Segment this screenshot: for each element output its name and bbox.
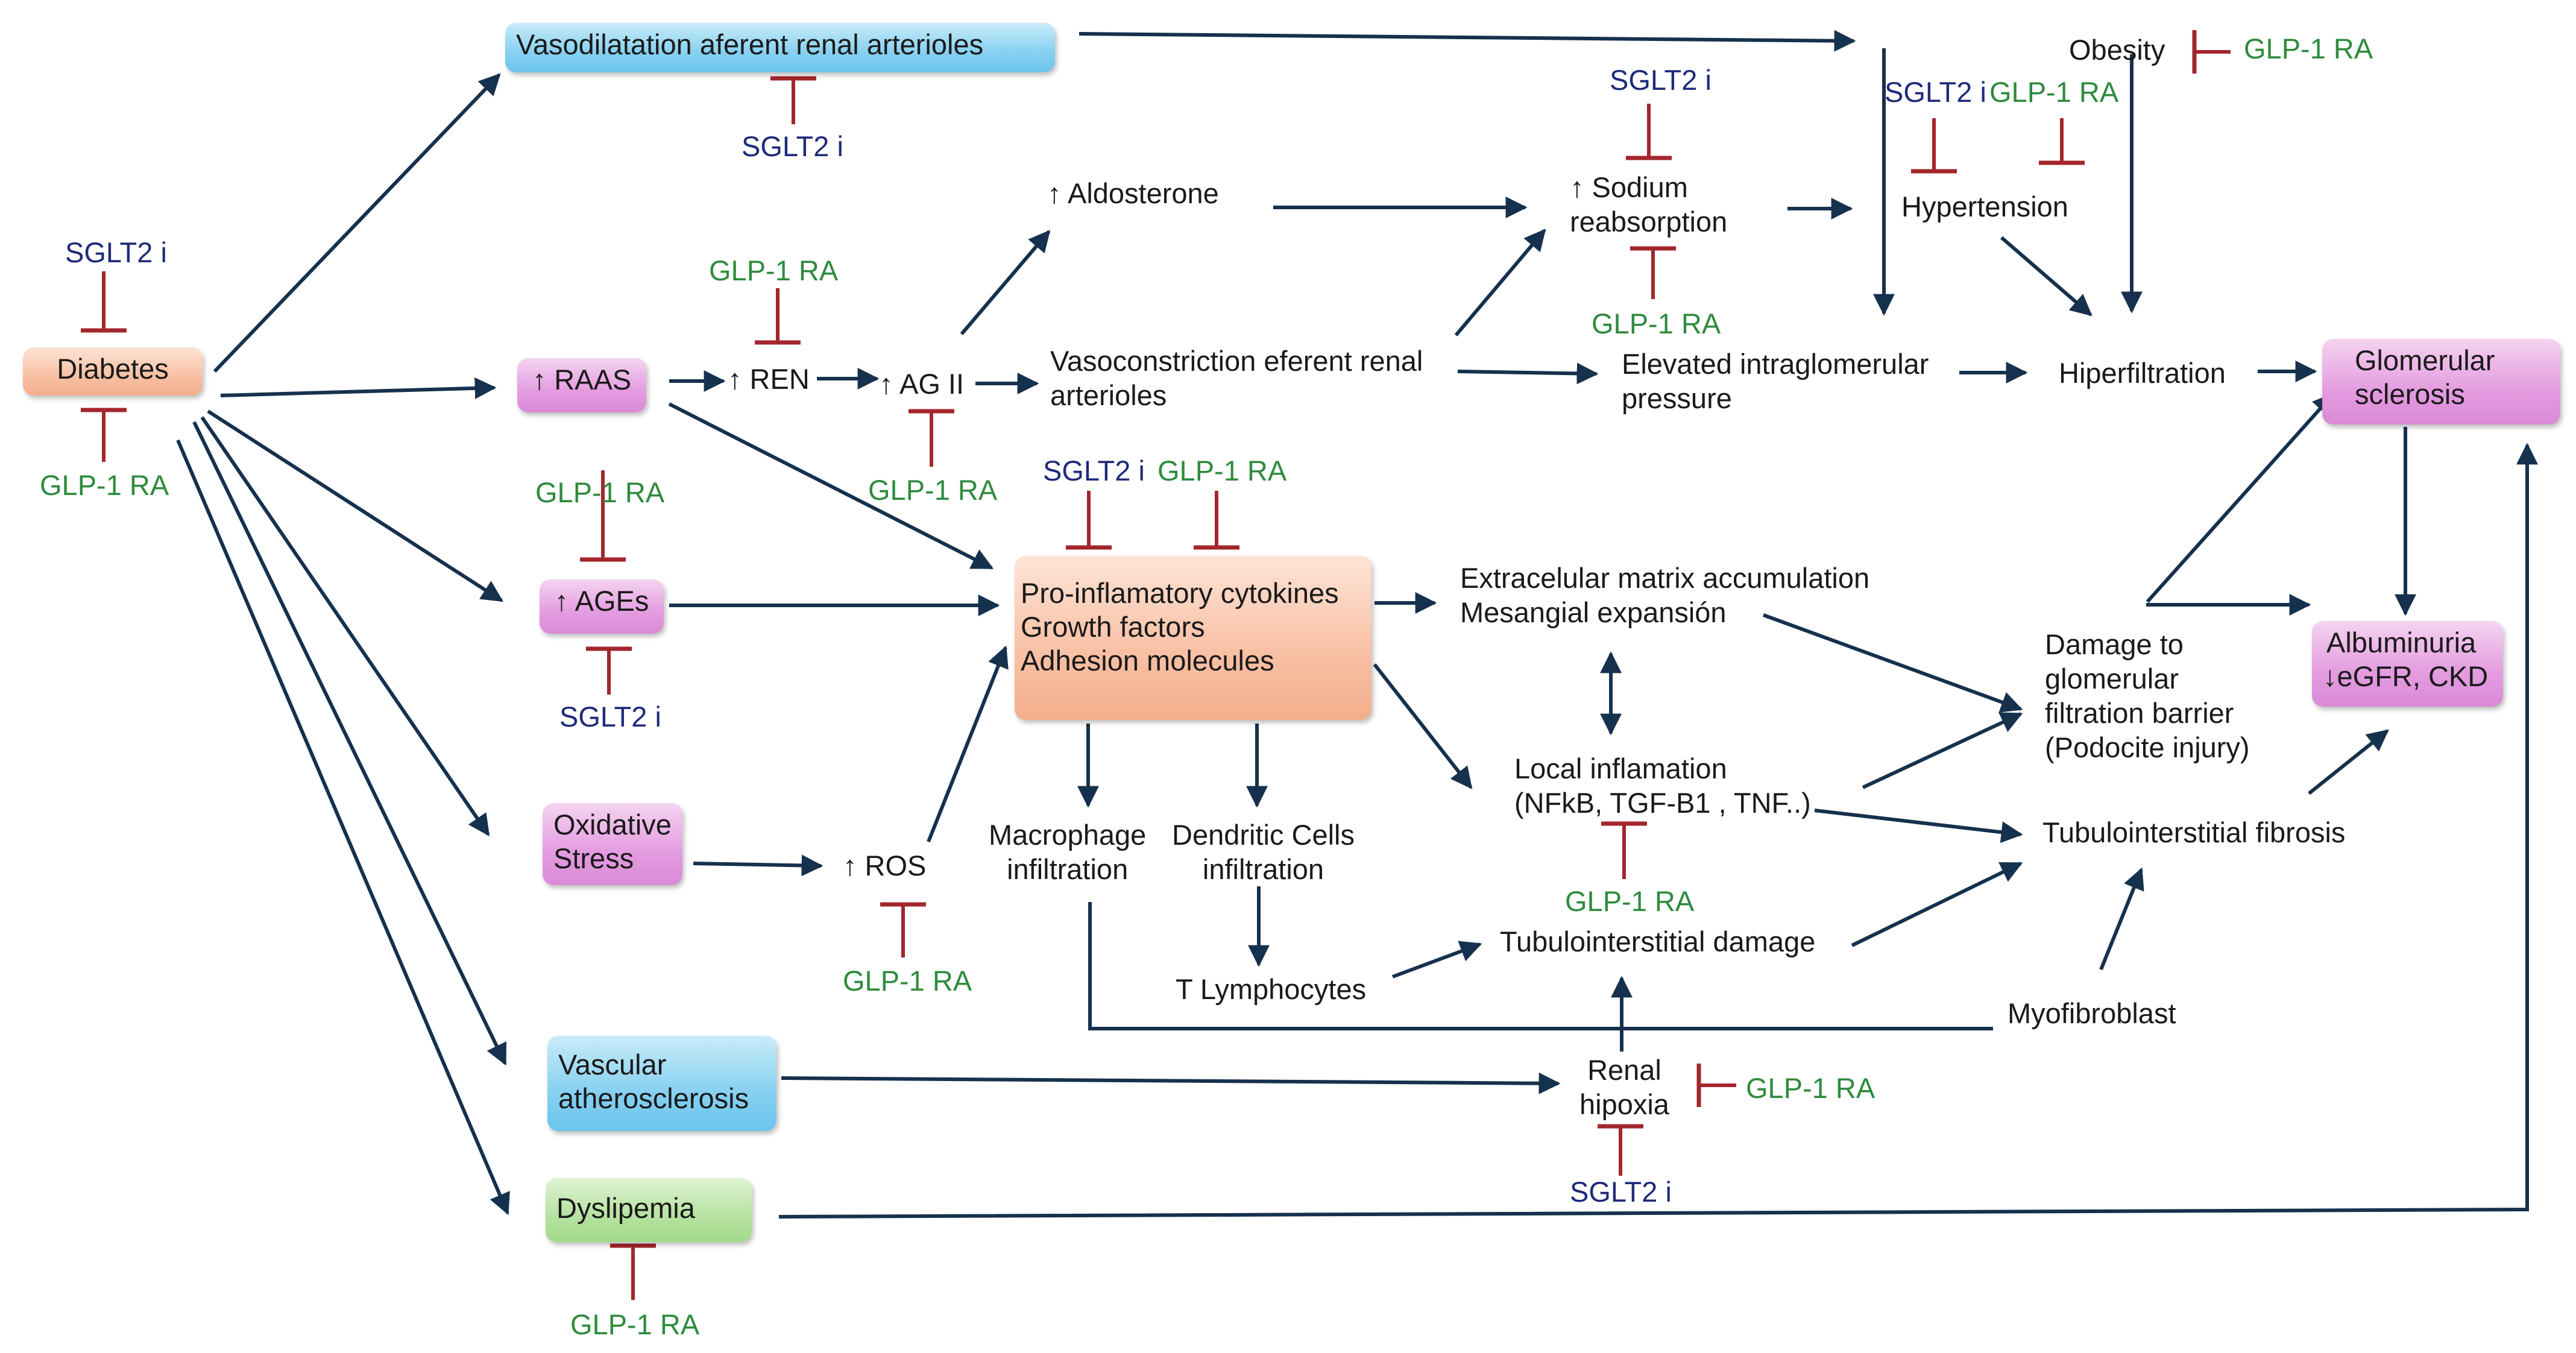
drug-label-glp1: GLP-1 RA bbox=[570, 1308, 700, 1340]
drug-label-glp1: GLP-1 RA bbox=[843, 965, 972, 997]
activation-arrows bbox=[176, 30, 2538, 1219]
node-dyslipemia: Dyslipemia bbox=[546, 1178, 752, 1242]
arrow-ecm-to-damage bbox=[1762, 613, 2023, 713]
inhibit-glp1-ren bbox=[755, 288, 801, 345]
node-myofibroblast: Myofibroblast bbox=[2008, 997, 2176, 1029]
node-hiperfiltration: Hiperfiltration bbox=[2059, 357, 2226, 389]
inhibit-glp1-hipoxia bbox=[1696, 1064, 1736, 1107]
arrow-damage-to-sclerosis bbox=[2146, 393, 2335, 604]
drug-label-sglt2: SGLT2 i bbox=[559, 701, 661, 733]
drug-label-glp1: GLP-1 RA bbox=[40, 469, 169, 501]
drug-label-glp1: GLP-1 RA bbox=[2244, 33, 2373, 65]
arrow-inflammation-to-fibrosis bbox=[1814, 809, 2023, 844]
arrow-myofibroblast-to-fibrosis bbox=[2099, 867, 2144, 971]
inhibit-sglt2-cytokines bbox=[1066, 491, 1112, 550]
arrow-vasodilatation-to-hypertension-line bbox=[1079, 30, 1856, 52]
drug-label-glp1: GLP-1 RA bbox=[1989, 76, 2119, 108]
arrow-vasoconstriction-to-pressure bbox=[1457, 362, 1599, 385]
arrow-raas-to-cytokines bbox=[668, 402, 994, 570]
node-ros: ↑ ROS bbox=[843, 850, 927, 882]
drug-label-glp1: GLP-1 RA bbox=[1157, 455, 1287, 487]
inhibit-sglt2-diabetes bbox=[81, 271, 127, 333]
node-glomerular-sclerosis: Glomerular sclerosis bbox=[2322, 339, 2560, 424]
arrow-vasoconstriction-to-sodium bbox=[1454, 229, 1546, 336]
inhibit-glp1-inflammation bbox=[1601, 821, 1647, 879]
node-ag2: ↑ AG II bbox=[879, 368, 965, 400]
inhibit-glp1-cytokines bbox=[1194, 491, 1239, 550]
node-diabetes: Diabetes bbox=[23, 347, 203, 396]
node-aldosterone: ↑ Aldosterone bbox=[1047, 177, 1219, 209]
node-ren: ↑ REN bbox=[728, 363, 810, 395]
node-raas: ↑ RAAS bbox=[517, 358, 646, 412]
arrow-fibrosis-to-albuminuria bbox=[2308, 729, 2389, 795]
drug-label-glp1: GLP-1 RA bbox=[709, 254, 839, 286]
arrow-hypertension-to-hiperfiltration bbox=[2000, 236, 2093, 317]
node-tubulo-damage: Tubulointerstitial damage bbox=[1500, 926, 1816, 957]
drug-label-sglt2: SGLT2 i bbox=[1610, 64, 1712, 96]
drug-label-glp1: GLP-1 RA bbox=[868, 474, 998, 506]
inhibit-glp1-ages-top bbox=[580, 470, 626, 562]
drug-label-sglt2: SGLT2 i bbox=[742, 130, 843, 162]
arrow-diabetes-to-ages bbox=[207, 409, 504, 602]
drug-label-sglt2: SGLT2 i bbox=[1570, 1176, 1672, 1208]
drug-label-sglt2: SGLT2 i bbox=[1043, 455, 1145, 487]
inhibit-glp1-diabetes bbox=[81, 408, 127, 462]
inhibit-glp1-dyslipemia bbox=[610, 1243, 656, 1300]
inhibit-sglt2-vasodilatation bbox=[770, 76, 816, 124]
node-t-lymphocytes: T Lymphocytes bbox=[1176, 973, 1367, 1005]
arrow-cytokines-to-local-inflammation bbox=[1373, 663, 1473, 789]
inhibit-glp1-sodium bbox=[1630, 246, 1676, 299]
line-macrophage-to-myofibroblast bbox=[1088, 902, 1993, 1030]
arrow-diabetes-to-raas bbox=[220, 377, 497, 399]
inhibit-sglt2-hipoxia bbox=[1598, 1124, 1643, 1176]
drug-label-glp1: GLP-1 RA bbox=[535, 476, 665, 508]
arrow-inflammation-to-damage bbox=[1862, 712, 2023, 789]
arrow-diabetes-to-dyslipemia bbox=[176, 439, 510, 1216]
arrow-dyslipemia-to-sclerosis bbox=[778, 443, 2538, 1219]
node-tubulo-fibrosis: Tubulointerstitial fibrosis bbox=[2042, 816, 2346, 848]
node-cytokines: Pro-inflamatory cytokines Growth factors… bbox=[1015, 556, 1371, 720]
arrow-diabetes-to-vasodilatation bbox=[213, 73, 501, 373]
inhibition-bars bbox=[81, 30, 2231, 1300]
inhibit-glp1-ag2 bbox=[909, 409, 954, 467]
node-obesity: Obesity bbox=[2069, 34, 2165, 66]
drug-label-glp1: GLP-1 RA bbox=[1565, 885, 1695, 917]
drug-label-sglt2: SGLT2 i bbox=[1885, 76, 1986, 108]
arrow-ros-to-cytokines bbox=[927, 645, 1009, 843]
inhibit-sglt2-ages bbox=[586, 646, 632, 695]
arrow-lymphocytes-to-damage bbox=[1391, 941, 1482, 979]
arrow-ag2-to-aldosterone bbox=[960, 230, 1051, 335]
inhibit-sglt2-hypertension bbox=[1911, 118, 1957, 174]
node-ages: ↑ AGEs bbox=[540, 579, 664, 634]
arrow-vascular-to-hipoxia bbox=[781, 1072, 1561, 1094]
node-local-inflammation: Local inflamation(NFkB, TGF-B1 , TNF..) bbox=[1514, 752, 1811, 819]
arrow-damage-to-fibrosis bbox=[1851, 862, 2023, 947]
drug-label-glp1: GLP-1 RA bbox=[1592, 308, 1721, 339]
arrow-oxidative-to-ros bbox=[693, 854, 824, 877]
drug-label-glp1: GLP-1 RA bbox=[1746, 1072, 1875, 1104]
inhibit-glp1-obesity bbox=[2192, 30, 2231, 74]
inhibit-sglt2-sodium bbox=[1626, 104, 1672, 160]
node-hypertension: Hypertension bbox=[1901, 191, 2068, 222]
drug-label-sglt2: SGLT2 i bbox=[65, 236, 167, 268]
node-albuminuria: Albuminuria ↓eGFR, CKD bbox=[2312, 621, 2503, 707]
arrow-diabetes-to-oxidative bbox=[200, 416, 490, 836]
node-vasodilatation: Vasodilatation aferent renal arterioles bbox=[505, 23, 1055, 72]
arrow-diabetes-to-vascular bbox=[192, 421, 507, 1066]
inhibit-glp1-ros bbox=[880, 902, 926, 957]
inhibit-glp1-hypertension bbox=[2039, 118, 2085, 165]
